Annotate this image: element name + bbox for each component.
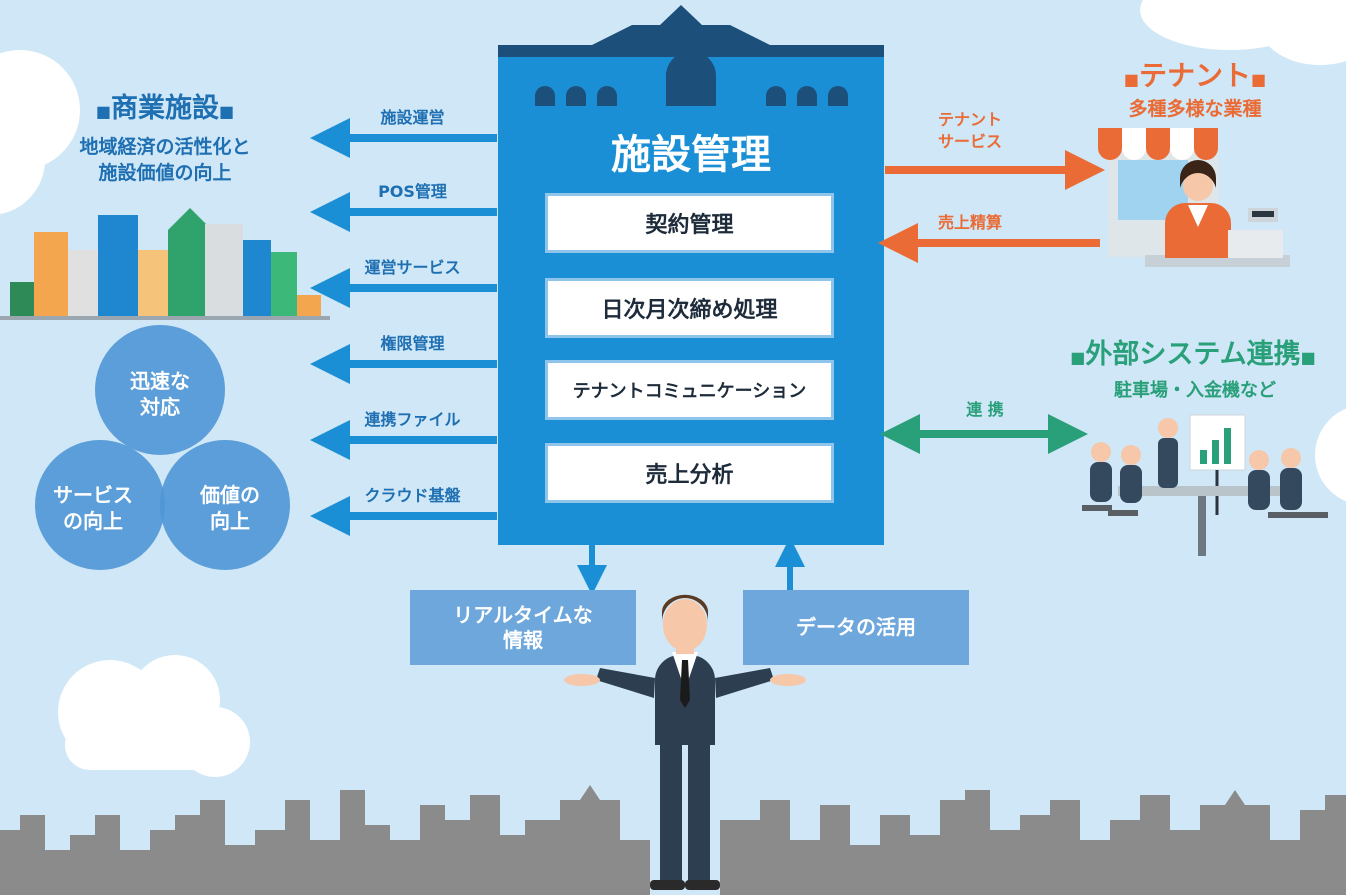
commercial-title: ■商業施設■ [30, 92, 300, 126]
square-bullet-icon: ■ [1123, 70, 1139, 89]
cloud-right [1315, 408, 1346, 502]
label-operation-service: 運営サービス [364, 258, 461, 277]
label-facility-operation: 施設運営 [380, 108, 445, 127]
module-contract: 契約管理 [545, 193, 834, 253]
square-bullet-icon: ■ [1300, 348, 1316, 367]
tenant-shop-illustration [1098, 128, 1290, 267]
city-skyline [0, 785, 1346, 895]
label-permission-management: 権限管理 [380, 334, 445, 353]
meeting-illustration [1082, 414, 1328, 556]
tenant-title-text: テナント [1138, 59, 1251, 92]
man-illustration [564, 594, 806, 890]
venn-right-label: 価値の 向上 [165, 482, 295, 534]
module-closing: 日次月次締め処理 [545, 278, 834, 338]
realtime-info-box: リアルタイムな 情報 [410, 590, 636, 665]
label-pos-management: POS管理 [378, 182, 447, 201]
external-title-text: 外部システム連携 [1085, 339, 1301, 370]
commercial-subtitle-line1: 地域経済の活性化と [79, 136, 251, 158]
sales-settlement-label: 売上精算 [937, 213, 1002, 232]
module-tenant-communication: テナントコミュニケーション [545, 360, 834, 420]
center-title: 施設管理 [611, 132, 771, 178]
city-buildings-illustration [0, 208, 330, 320]
square-bullet-icon: ■ [1070, 348, 1086, 367]
venn-diagram [35, 325, 290, 570]
square-bullet-icon: ■ [1251, 70, 1267, 89]
realtime-info-line1: リアルタイムな [453, 602, 593, 627]
cloud-top-right [1140, 0, 1346, 65]
venn-top-label: 迅速な 対応 [95, 368, 225, 420]
tenant-title: ■テナント■ [1080, 58, 1310, 93]
venn-left-label: サービス の向上 [28, 482, 158, 534]
left-arrows [310, 118, 497, 536]
venn-left-line2: の向上 [63, 509, 123, 533]
venn-top-line2: 対応 [140, 395, 180, 419]
realtime-info-line2: 情報 [503, 627, 543, 652]
cloud-top-left [0, 50, 80, 215]
commercial-subtitle-line2: 施設価値の向上 [98, 162, 232, 184]
square-bullet-icon: ■ [219, 102, 235, 121]
data-utilization-box: データの活用 [743, 590, 969, 665]
label-integration-file: 連携ファイル [364, 410, 461, 429]
module-sales-analysis: 売上分析 [545, 443, 834, 503]
integration-label: 連 携 [966, 400, 1004, 419]
external-title: ■外部システム連携■ [1040, 338, 1346, 372]
venn-right-line1: 価値の [200, 483, 260, 507]
tenant-subtitle: 多種多様な業種 [1128, 98, 1262, 120]
label-cloud-platform: クラウド基盤 [364, 486, 461, 505]
tenant-service-label-line2: サービス [937, 132, 1002, 151]
commercial-title-text: 商業施設 [111, 93, 219, 124]
external-subtitle: 駐車場・入金機など [1114, 380, 1276, 401]
building-windows [535, 51, 848, 106]
venn-right-line2: 向上 [210, 509, 250, 533]
venn-left-line1: サービス [53, 483, 133, 507]
venn-top-line1: 迅速な [130, 369, 190, 393]
square-bullet-icon: ■ [95, 102, 111, 121]
tenant-service-label-line1: テナント [937, 110, 1002, 129]
cloud-bottom-left [58, 655, 250, 777]
